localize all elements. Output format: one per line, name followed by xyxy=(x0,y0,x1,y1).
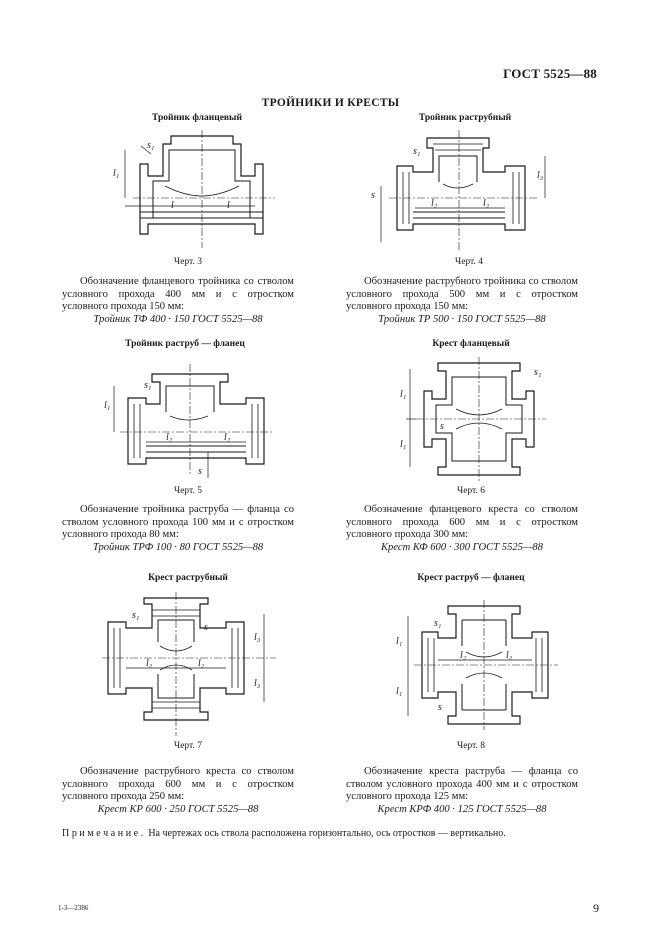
fig6-caption: Обозначение фланцевого креста со стволом… xyxy=(346,504,578,554)
fig5-drawing: l₁ s₁ l₂ l₂ s xyxy=(104,364,272,478)
svg-text:s₁: s₁ xyxy=(147,140,154,151)
svg-text:l₁: l₁ xyxy=(400,389,406,400)
print-code: 1-3—2386 xyxy=(58,904,89,912)
svg-text:s₁: s₁ xyxy=(413,146,420,157)
fig8-caption-text: Обозначение креста раструба — фланца со … xyxy=(346,766,578,803)
fig8-subtitle: Крест раструб — фланец xyxy=(417,573,525,583)
svg-text:l₁: l₁ xyxy=(113,168,119,179)
fig5-label: Черт. 5 xyxy=(174,486,202,496)
svg-text:s₁: s₁ xyxy=(132,610,139,621)
svg-text:l₂: l₂ xyxy=(166,432,173,443)
svg-text:l₃: l₃ xyxy=(537,170,544,181)
svg-text:l₂: l₂ xyxy=(224,432,231,443)
fig5-caption-text: Обозначение тройника раструба — фланца с… xyxy=(62,504,294,541)
note-prefix: Примечание. xyxy=(62,828,146,839)
fig7-drawing: l₃ l₃ s₁ s l₂ l₂ xyxy=(102,592,276,736)
svg-text:l₂: l₂ xyxy=(460,650,467,661)
fig5-designation: Тройник ТРФ 100 · 80 ГОСТ 5525—88 xyxy=(92,541,264,553)
svg-text:l₁: l₁ xyxy=(396,686,402,697)
fig5-caption: Обозначение тройника раструба — фланца с… xyxy=(62,504,294,554)
fig3-designation: Тройник ТФ 400 · 150 ГОСТ 5525—88 xyxy=(93,313,263,325)
svg-text:s: s xyxy=(438,702,442,713)
fig3-caption-text: Обозначение фланцевого тройника со ствол… xyxy=(62,276,294,313)
svg-text:l₃: l₃ xyxy=(254,632,261,643)
fig4-caption-text: Обозначение раструбного тройника со ство… xyxy=(346,276,578,313)
svg-text:s₁: s₁ xyxy=(434,618,441,629)
fig7-caption: Обозначение раструбного креста со стволо… xyxy=(62,766,294,816)
fig4-drawing: l₃ s₁ s l₂ l₂ xyxy=(371,130,546,250)
fig4-caption: Обозначение раструбного тройника со ство… xyxy=(346,276,578,326)
fig6-label: Черт. 6 xyxy=(457,486,485,496)
fig8-designation: Крест КРФ 400 · 125 ГОСТ 5525—88 xyxy=(377,803,547,815)
fig7-designation: Крест КР 600 · 250 ГОСТ 5525—88 xyxy=(97,803,259,815)
svg-text:s: s xyxy=(198,466,202,477)
note: Примечание. На чертежах ось ствола распо… xyxy=(62,828,506,839)
fig7-subtitle: Крест раструбный xyxy=(148,573,228,583)
fig7-caption-text: Обозначение раструбного креста со стволо… xyxy=(62,766,294,803)
fig3-label: Черт. 3 xyxy=(174,257,202,267)
fig3-drawing: l₁ s₁ l l xyxy=(113,130,275,248)
fig4-designation: Тройник ТР 500 · 150 ГОСТ 5525—88 xyxy=(378,313,546,325)
fig6-designation: Крест КФ 600 · 300 ГОСТ 5525—88 xyxy=(381,541,543,553)
fig4-subtitle: Тройник раструбный xyxy=(418,113,512,123)
fig3-caption: Обозначение фланцевого тройника со ствол… xyxy=(62,276,294,326)
fig8-caption: Обозначение креста раструба — фланца со … xyxy=(346,766,578,816)
fig6-drawing: l₁ l₁ s₁ s xyxy=(400,357,546,481)
section-title: ТРОЙНИКИ И КРЕСТЫ xyxy=(261,97,400,109)
fig6-subtitle: Крест фланцевый xyxy=(432,339,510,349)
svg-text:l₃: l₃ xyxy=(254,678,261,689)
svg-text:l₁: l₁ xyxy=(400,439,406,450)
svg-text:l: l xyxy=(227,200,230,211)
standard-header: ГОСТ 5525—88 xyxy=(503,66,597,81)
svg-text:s: s xyxy=(371,190,375,201)
svg-text:l₂: l₂ xyxy=(506,650,513,661)
svg-text:l₁: l₁ xyxy=(104,400,110,411)
svg-text:l₂: l₂ xyxy=(431,198,438,209)
fig6-caption-text: Обозначение фланцевого креста со стволом… xyxy=(346,504,578,541)
svg-text:l₂: l₂ xyxy=(483,198,490,209)
svg-text:l: l xyxy=(171,200,174,211)
svg-text:l₂: l₂ xyxy=(146,658,153,669)
note-text: На чертежах ось ствола расположена гориз… xyxy=(148,828,506,839)
fig8-label: Черт. 8 xyxy=(457,741,485,751)
svg-text:l₁: l₁ xyxy=(396,636,402,647)
svg-text:l₂: l₂ xyxy=(198,658,205,669)
svg-text:s₁: s₁ xyxy=(534,367,541,378)
fig3-subtitle: Тройник фланцевый xyxy=(152,113,242,123)
fig5-subtitle: Тройник раструб — фланец xyxy=(125,339,245,349)
fig4-label: Черт. 4 xyxy=(455,257,483,267)
page-number: 9 xyxy=(593,901,599,915)
fig7-label: Черт. 7 xyxy=(174,741,202,751)
svg-text:s₁: s₁ xyxy=(144,380,151,391)
fig8-drawing: l₁ l₁ s₁ l₂ l₂ s xyxy=(396,600,558,730)
svg-text:s: s xyxy=(440,421,444,432)
svg-text:s: s xyxy=(204,622,208,633)
